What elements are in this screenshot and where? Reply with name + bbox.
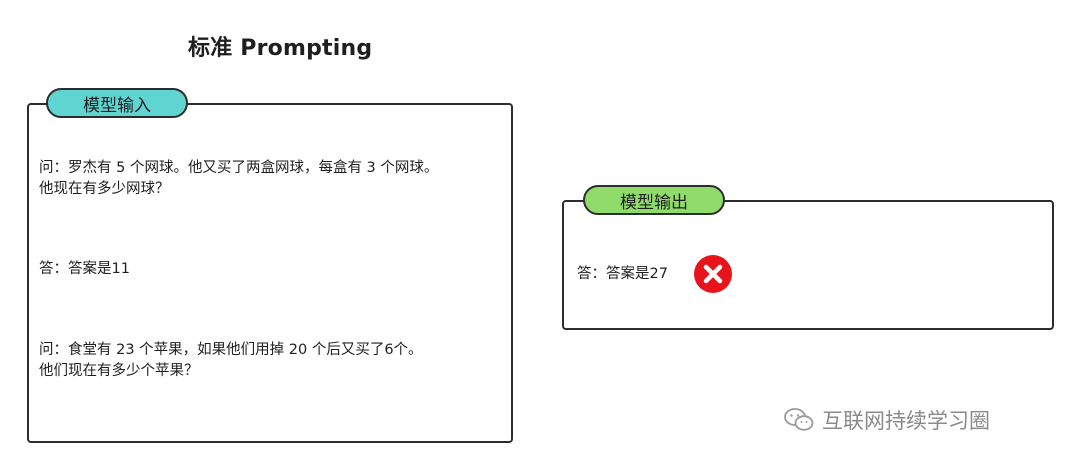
watermark-text: 互联网持续学习圈: [822, 409, 990, 433]
model-output-tab: 模型输出: [583, 185, 725, 215]
answer-1: 答：答案是11: [39, 261, 130, 277]
model-input-tab: 模型输入: [46, 88, 188, 118]
question-2-line-1: 问：食堂有 23 个苹果，如果他们用掉 20 个后又买了6个。: [39, 342, 423, 358]
wrong-x-icon: [694, 255, 732, 293]
question-2-line-2: 他们现在有多少个苹果？: [39, 363, 199, 379]
model-output-box: [562, 200, 1054, 330]
diagram-title: 标准 Prompting: [188, 36, 373, 61]
question-1-line-2: 他现在有多少网球？: [39, 181, 170, 197]
wechat-icon: [784, 408, 814, 431]
question-1-line-1: 问：罗杰有 5 个网球。他又买了两盒网球，每盒有 3 个网球。: [39, 160, 439, 176]
model-output-answer: 答：答案是27: [577, 266, 668, 282]
model-input-box: [27, 103, 513, 443]
watermark: 互联网持续学习圈: [784, 405, 990, 435]
